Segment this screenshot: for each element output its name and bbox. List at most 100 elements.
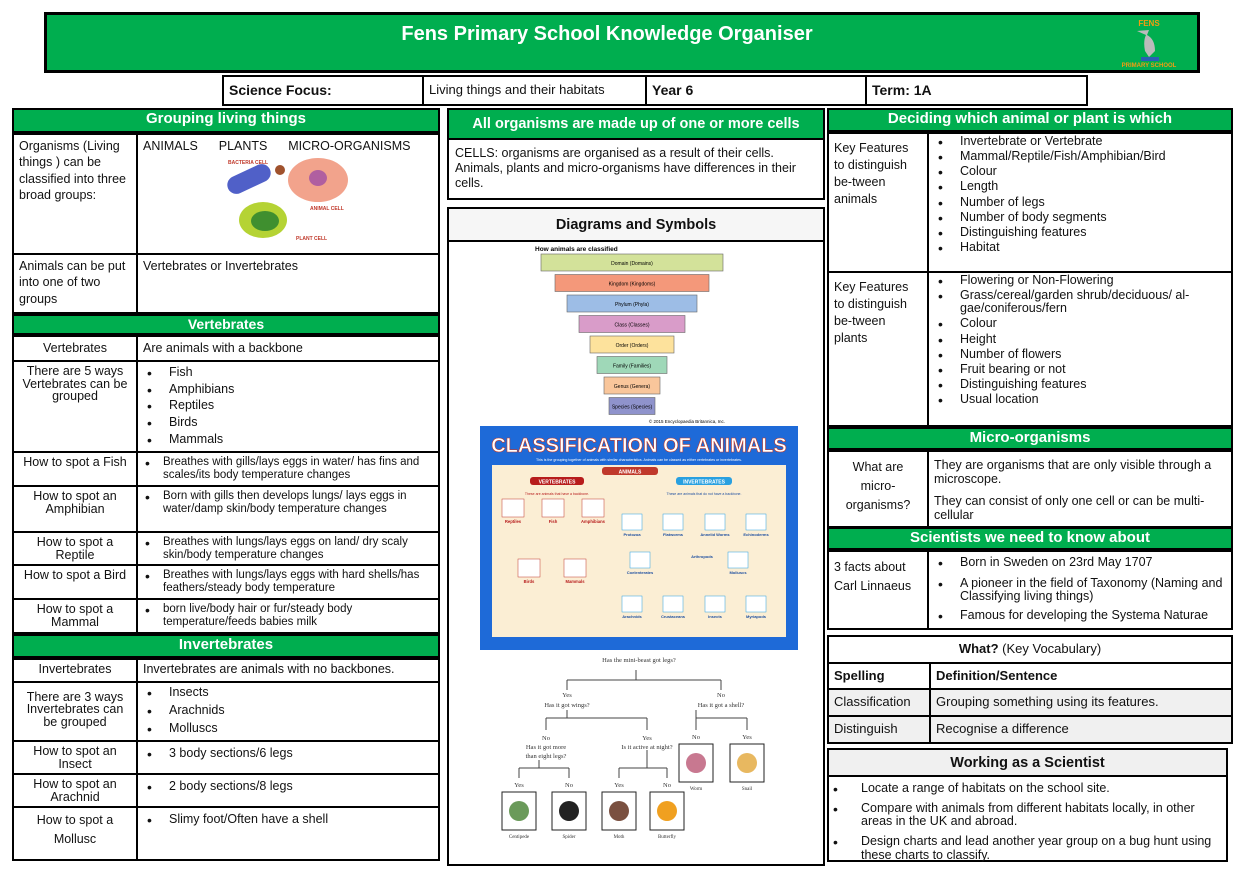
grouping-row2-value: Vertebrates or Invertebrates [136,253,440,314]
science-focus-label: Science Focus: [222,75,424,106]
poster-vert-note: These are animals that have a backbone. [525,492,589,496]
poster-animal-image [621,595,643,613]
spot-insect-label: How to spot an Insect [12,740,138,776]
minibeast-icon [657,801,677,821]
vertebrates-ways-list: Fish Amphibians Reptiles Birds Mammals [136,359,440,454]
invertebrates-def-label: Invertebrates [12,658,138,683]
micro-header: Micro-organisms [827,427,1233,450]
vertebrates-def-value: Are animals with a backbone [136,335,440,362]
plant-feature: Fruit bearing or not [934,362,1226,377]
vocab-word: Distinguish [827,715,931,744]
classification-pyramid: How animals are classified Domain (Domai… [535,246,725,424]
poster-group-label: Annelid Worms [700,532,730,537]
group-animals: ANIMALS [143,139,198,153]
tree-answer: No [663,782,671,789]
group-micro-organisms: MICRO-ORGANISMS [288,139,411,153]
list-item: Amphibians [143,382,433,399]
working-header: Working as a Scientist [829,750,1226,777]
linnaeus-fact: Famous for developing the Systema Natura… [934,609,1226,624]
poster-group-label: Fish [549,519,558,524]
minibeast-icon [609,801,629,821]
plant-feature: Height [934,332,1226,347]
working-box: Working as a Scientist Locate a range of… [827,748,1228,862]
pyramid-level [603,376,661,395]
poster-group-label: Crustaceans [661,614,686,619]
animal-feature: Habitat [934,240,1226,255]
pyramid-level [589,335,675,354]
spot-reptile-value: Breathes with lungs/lays eggs on land/ d… [141,536,435,561]
animal-feature: Length [934,180,1226,195]
poster-group-label: Protozoa [623,532,641,537]
tree-question-night: Is it active at night? [621,744,672,751]
spot-reptile-label: How to spot a Reptile [12,531,138,567]
linnaeus-fact: Born in Sweden on 23rd May 1707 [934,555,1226,570]
poster-title: CLASSIFICATION OF ANIMALS [491,435,787,457]
tree-answer: No [717,692,725,699]
poster-group-label: Coelenterates [627,570,654,575]
animal-feature: Distinguishing features [934,225,1226,240]
title-banner: Fens Primary School Knowledge Organiser … [44,12,1200,73]
poster-animal-image [517,558,541,578]
vocab-header-bold: What? [958,641,999,657]
tree-answer: No [565,782,573,789]
svg-text:FENS: FENS [1138,19,1160,28]
poster-invert-note: These are animals that do not have a bac… [667,492,742,496]
animal-feature: Number of body segments [934,210,1226,225]
grouping-row1-value: ANIMALS PLANTS MICRO-ORGANISMS BACTERIA … [136,133,440,255]
pyramid-title: How animals are classified [535,246,618,253]
deciding-table: Key Features to distinguish be-tween ani… [827,132,1233,427]
pyramid-level [566,294,698,313]
poster-group-label: Mammals [565,579,585,584]
vocab-col-definition: Definition/Sentence [929,662,1233,690]
scientists-label: 3 facts about Carl Linnaeus [827,550,929,630]
spot-amphibian-label: How to spot an Amphibian [12,485,138,534]
linnaeus-fact: A pioneer in the field of Taxonomy (Nami… [934,576,1226,603]
poster-animal-image [581,498,605,518]
minibeast-icon [686,753,706,773]
science-focus-value: Living things and their habitats [422,75,647,106]
pyramid-level-label: Class (Classes) [614,323,649,329]
poster-group-label: Myriapods [746,614,767,619]
vertebrates-ways-label: There are 5 ways Vertebrates can be grou… [12,359,138,454]
list-item: Arachnids [143,703,433,718]
vocab-definition: Recognise a difference [929,715,1233,744]
tree-answer: Yes [642,735,652,742]
poster-animal-image [745,595,767,613]
pyramid-level-label: Domain (Domains) [611,261,653,267]
working-item: Compare with animals from different habi… [829,801,1222,828]
tree-answer: Yes [514,782,524,789]
pyramid-level-label: Kingdom (Kingdoms) [609,282,656,288]
poster-group-label: Arthropods [691,554,714,559]
spot-mammal-value: born live/body hair or fur/steady body t… [141,603,435,628]
list-item: Insects [143,685,433,700]
spot-bird-label: How to spot a Bird [12,564,138,601]
list-item: Mammals [143,432,433,449]
poster-animal-image [541,498,565,518]
spot-bird-value: Breathes with lungs/lays eggs with hard … [141,569,435,594]
working-item: Locate a range of habitats on the school… [829,781,1222,796]
minibeast-image [601,791,637,831]
micro-line-2: They can consist of only one cell or can… [934,493,1205,523]
tree-answer: Yes [614,782,624,789]
group-plants: PLANTS [218,139,268,153]
minibeast-label: Snail [742,787,753,792]
list-item: Reptiles [143,398,433,415]
plant-feature: Grass/cereal/garden shrub/deciduous/ al-… [934,288,1226,315]
pyramid-credit: © 2015 Encyclopaedia Britannica, Inc. [649,418,725,424]
poster-group-label: Molluscs [729,570,747,575]
spot-arachnid-label: How to spot an Arachnid [12,773,138,809]
invertebrates-header: Invertebrates [12,634,440,659]
pyramid-level [540,253,724,272]
minibeast-icon [737,753,757,773]
plant-feature: Number of flowers [934,347,1226,362]
poster-group-label: Amphibians [581,519,606,524]
plant-feature: Colour [934,317,1226,332]
pyramid-level-label: Species (Species) [612,405,653,411]
left-column: Grouping living things Organisms (Living… [12,108,440,861]
pyramid-level [578,315,686,333]
minibeast-label: Moth [614,835,625,840]
minibeast-icon [559,801,579,821]
minibeast-icon [509,801,529,821]
minibeast-label: Centipede [509,835,530,840]
poster-animal-image [662,513,684,531]
